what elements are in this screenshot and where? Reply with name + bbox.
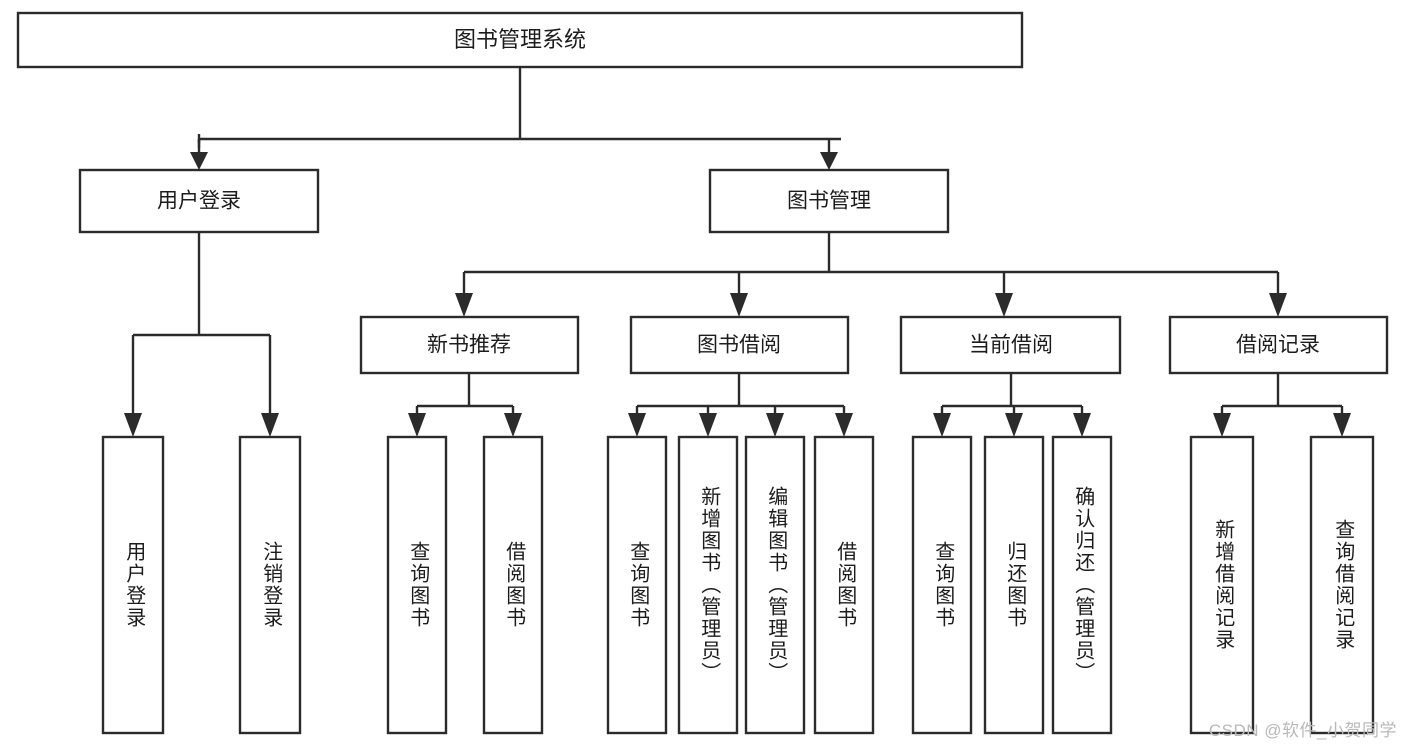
node-book-borrow[interactable]: 图书借阅 xyxy=(629,315,850,375)
leaf-box-logout[interactable] xyxy=(238,435,302,735)
node-user-login-label: 用户登录 xyxy=(157,190,241,213)
arrowhead-cb-query-book xyxy=(933,413,951,437)
node-user-login[interactable]: 用户登录 xyxy=(78,168,320,234)
arrowhead-nbr-borrow-book xyxy=(504,413,522,437)
arrowhead-current-borrow xyxy=(995,293,1013,317)
connector-group-book-manage xyxy=(455,232,1287,317)
leaf-boxes xyxy=(101,435,1375,735)
node-current-borrow[interactable]: 当前借阅 xyxy=(899,315,1122,375)
node-root-label: 图书管理系统 xyxy=(454,27,586,52)
arrowhead-nbr-query-book xyxy=(408,413,426,437)
node-current-borrow-label: 当前借阅 xyxy=(969,334,1053,357)
arrowhead-cb-confirm-return xyxy=(1073,413,1091,437)
arrowhead-bb-borrow-book xyxy=(835,413,853,437)
node-book-manage-label: 图书管理 xyxy=(787,190,871,213)
leaf-box-bb-edit-book[interactable] xyxy=(744,435,806,735)
connector-group-borrow-record-leaves xyxy=(1213,373,1351,437)
arrowhead-bb-edit-book xyxy=(766,413,784,437)
node-book-manage-box[interactable] xyxy=(708,168,950,234)
node-borrow-record[interactable]: 借阅记录 xyxy=(1168,315,1389,375)
leaf-box-cb-confirm-return[interactable] xyxy=(1051,435,1113,735)
node-current-borrow-box[interactable] xyxy=(899,315,1122,375)
leaf-box-cb-query-book[interactable] xyxy=(911,435,973,735)
leaf-box-cb-return-book[interactable] xyxy=(983,435,1045,735)
arrowhead-new-book-rec xyxy=(455,293,473,317)
leaf-box-bb-query-book[interactable] xyxy=(606,435,668,735)
connector-group-root xyxy=(190,67,841,170)
node-new-book-rec-label: 新书推荐 xyxy=(427,334,511,357)
node-book-manage[interactable]: 图书管理 xyxy=(708,168,950,234)
connector-group-user-login-leaves xyxy=(124,232,279,437)
node-borrow-record-box[interactable] xyxy=(1168,315,1389,375)
node-book-borrow-label: 图书借阅 xyxy=(697,334,781,357)
arrowhead-book-manage xyxy=(820,152,838,170)
arrowhead-borrow-record xyxy=(1269,293,1287,317)
connector-group-current-borrow-leaves xyxy=(933,373,1091,437)
leaf-box-user-login[interactable] xyxy=(101,435,165,735)
leaf-box-bb-borrow-book[interactable] xyxy=(813,435,875,735)
node-root-box[interactable] xyxy=(16,11,1024,69)
leaf-box-nbr-borrow-book[interactable] xyxy=(482,435,544,735)
arrowhead-bb-query-book xyxy=(628,413,646,437)
node-user-login-box[interactable] xyxy=(78,168,320,234)
node-borrow-record-label: 借阅记录 xyxy=(1236,334,1320,357)
arrowhead-leaf-user-login xyxy=(124,413,142,437)
connector-group-book-borrow-leaves xyxy=(628,373,853,437)
csdn-watermark: CSDN @软件_小贺同学 xyxy=(1208,721,1397,740)
leaf-box-br-add-record[interactable] xyxy=(1189,435,1255,735)
node-new-book-rec[interactable]: 新书推荐 xyxy=(359,315,580,375)
connector-group-new-book-rec-leaves xyxy=(408,373,522,437)
leaf-box-bb-add-book[interactable] xyxy=(677,435,739,735)
arrowhead-bb-add-book xyxy=(699,413,717,437)
arrowhead-leaf-logout xyxy=(261,413,279,437)
node-book-borrow-box[interactable] xyxy=(629,315,850,375)
arrowhead-book-borrow xyxy=(730,293,748,317)
arrowhead-cb-return-book xyxy=(1005,413,1023,437)
leaf-box-br-query-record[interactable] xyxy=(1309,435,1375,735)
arrowhead-user-login xyxy=(190,152,208,170)
leaf-box-nbr-query-book[interactable] xyxy=(386,435,448,735)
arrowhead-br-query-record xyxy=(1333,413,1351,437)
node-new-book-rec-box[interactable] xyxy=(359,315,580,375)
arrowhead-br-add-record xyxy=(1213,413,1231,437)
node-root[interactable]: 图书管理系统 xyxy=(16,11,1024,69)
